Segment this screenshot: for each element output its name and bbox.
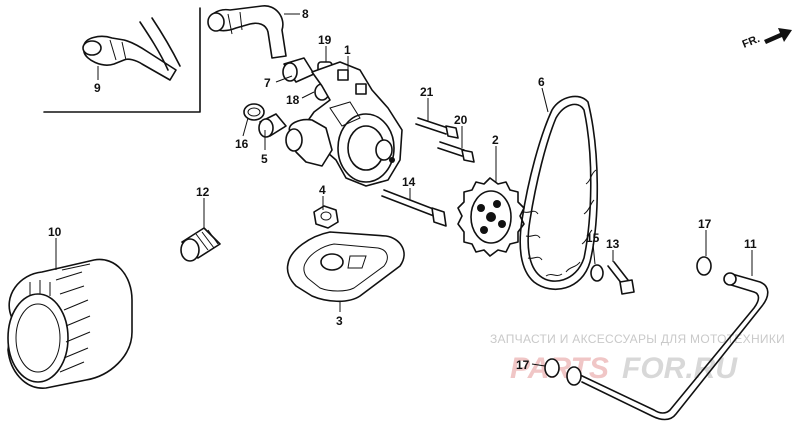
fitting-12: [180, 227, 221, 262]
part-label-12: 12: [196, 185, 210, 199]
collar-7: [282, 57, 315, 83]
part-label-14: 14: [402, 175, 416, 189]
part-label-8: 8: [302, 7, 309, 21]
part-label-2: 2: [492, 133, 499, 147]
front-direction-indicator: FR.: [741, 28, 792, 51]
watermark-tagline: ЗАПЧАСТИ И АКСЕССУАРЫ ДЛЯ МОТОТЕХНИКИ: [490, 332, 785, 346]
part-label-13: 13: [606, 237, 620, 251]
hose-elbow-8: [207, 5, 287, 59]
part-label-9: 9: [94, 81, 101, 95]
front-arrow-icon: [764, 28, 792, 44]
part-label-4: 4: [319, 183, 326, 197]
leader-lines: [55, 13, 753, 367]
part-label-10: 10: [48, 225, 62, 239]
part-label-5: 5: [261, 152, 268, 166]
washer-15: [590, 264, 604, 282]
nut-4: [313, 205, 339, 229]
part-label-17-upper: 17: [698, 217, 712, 231]
hose-fitting-9: [83, 35, 177, 81]
inset-box: [43, 7, 201, 113]
watermark-logo-for: FOR.RU: [622, 352, 738, 385]
collar-5: [258, 113, 287, 138]
part-label-6: 6: [538, 75, 545, 89]
part-label-21: 21: [420, 85, 434, 99]
watermark: ЗАПЧАСТИ И АКСЕССУАРЫ ДЛЯ МОТОТЕХНИКИ PA…: [490, 332, 785, 385]
bolt-13: [607, 261, 635, 295]
o-ring-17-lower: [544, 358, 560, 378]
oil-pipe-11: [566, 272, 769, 421]
part-label-20: 20: [454, 113, 468, 127]
part-label-17-lower: 17: [516, 358, 530, 372]
oil-pump-body-1: [299, 61, 403, 187]
part-label-15: 15: [586, 231, 600, 245]
part-label-18: 18: [286, 93, 300, 107]
oil-strainer-3: [286, 231, 405, 303]
o-ring-16: [243, 103, 265, 121]
part-label-11: 11: [744, 237, 757, 251]
bolt-20: [437, 141, 475, 163]
part-number-labels: 1 2 3 4 5 6 7 8 9 10 11 12 13 14 15 16 1…: [48, 7, 757, 372]
part-label-19: 19: [318, 33, 332, 47]
part-label-7: 7: [264, 76, 271, 90]
oil-filter-10: [7, 258, 133, 389]
part-label-1: 1: [344, 43, 351, 57]
drive-chain-6: [519, 95, 599, 290]
part-label-16: 16: [235, 137, 249, 151]
pump-outlet: [285, 118, 333, 167]
sprocket-2: [457, 177, 525, 257]
front-label: FR.: [741, 33, 762, 51]
part-label-3: 3: [336, 314, 343, 328]
bolt-21: [415, 117, 459, 139]
o-ring-17-upper: [696, 256, 712, 276]
bolt-14: [381, 189, 447, 227]
